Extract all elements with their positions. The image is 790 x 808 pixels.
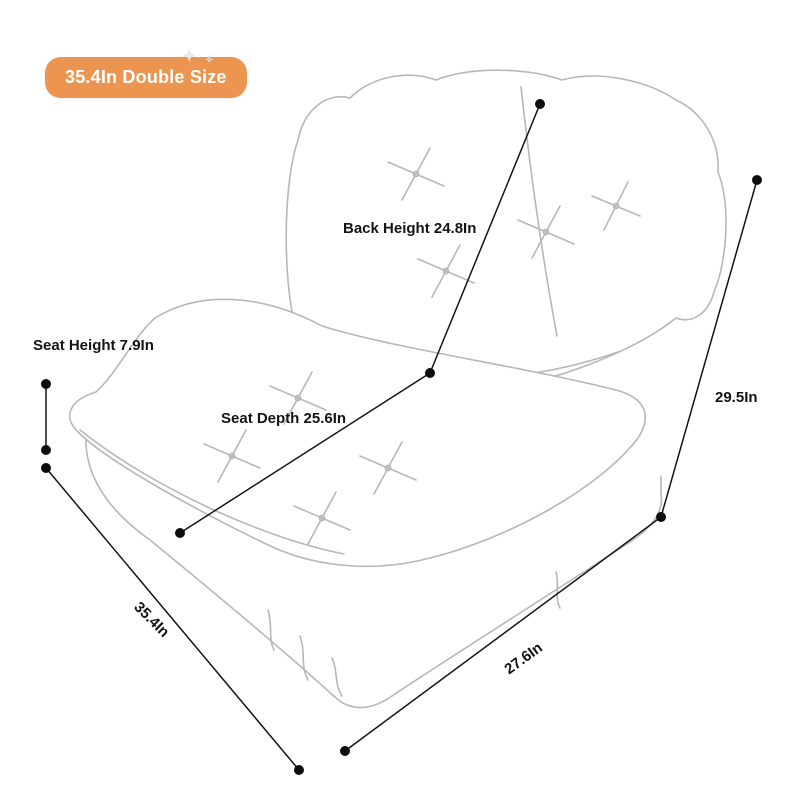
dimension-line-bottom-width (45, 467, 300, 771)
dimension-line-seat-depth (179, 372, 431, 534)
dimension-label-back-height: Back Height 24.8In (343, 220, 477, 237)
sofa-line-art (68, 69, 727, 709)
dimension-line-bottom-depth (344, 516, 662, 752)
dimension-label-seat-height: Seat Height 7.9In (33, 337, 154, 354)
dimension-endpoint-dots (41, 99, 762, 775)
size-badge: 35.4In Double Size ✦ ✧ (45, 48, 247, 98)
sofa-base-outline (85, 433, 663, 709)
dimension-label-side-height: 29.5In (715, 389, 758, 406)
sofa-seat-cushion (68, 298, 646, 568)
sofa-seat-tufting (203, 371, 417, 545)
sofa-back-middle-crease (520, 86, 558, 337)
dimension-line-side-height (660, 179, 758, 518)
sofa-base-creases (267, 571, 561, 697)
dimension-label-seat-depth: Seat Depth 25.6In (221, 410, 347, 427)
dimension-lines (45, 103, 758, 771)
dimension-line-back-height (429, 103, 541, 374)
size-badge-label: 35.4In Double Size (65, 67, 227, 87)
sofa-back-tufting (387, 147, 641, 298)
sofa-seat-front-crease (79, 429, 345, 555)
sparkle-icon: ✧ (205, 55, 214, 66)
